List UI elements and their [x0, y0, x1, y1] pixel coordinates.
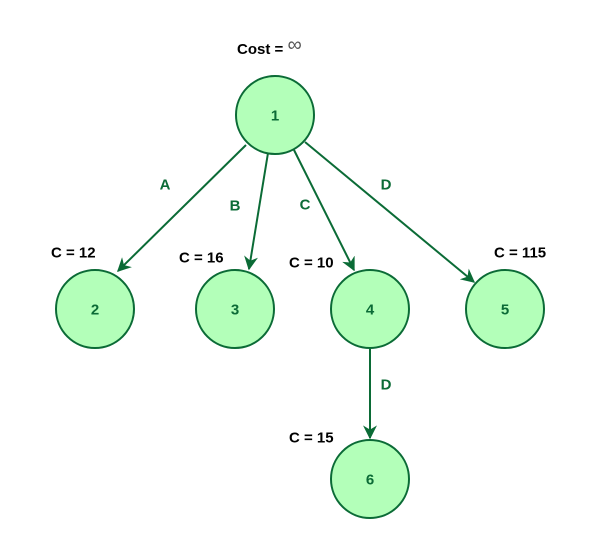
node-4: 4 [330, 269, 410, 349]
node-label: 5 [501, 302, 509, 319]
node-cost-labels: C = 12 C = 16 C = 10 C = 115 C = 15 [51, 245, 546, 447]
edge-1-2 [117, 144, 247, 272]
node-label: 1 [271, 108, 279, 125]
node-1: 1 [235, 75, 315, 155]
cost-label-node-3: C = 16 [179, 250, 224, 267]
cost-label-node-2: C = 12 [51, 245, 96, 262]
cost-label-node-5: C = 115 [494, 245, 546, 262]
edge-label-1-2: A [160, 177, 171, 194]
node-2: 2 [55, 269, 135, 349]
node-5: 5 [465, 269, 545, 349]
node-label: 2 [91, 302, 99, 319]
node-circle [55, 269, 135, 349]
cost-label-node-4: C = 10 [289, 255, 334, 272]
nodes: 1 2 3 4 5 6 [55, 75, 545, 519]
node-circle [330, 269, 410, 349]
node-label: 3 [231, 302, 239, 319]
node-circle [195, 269, 275, 349]
node-label: 4 [366, 302, 375, 319]
edge-1-5 [304, 141, 476, 283]
node-label: 6 [366, 472, 374, 489]
edges [117, 141, 476, 440]
node-circle [235, 75, 315, 155]
edge-labels: A B C D D [160, 177, 392, 394]
edge-label-1-3: B [230, 198, 241, 215]
edge-label-4-6: D [381, 377, 392, 394]
root-cost-label: Cost = ∞ [237, 34, 302, 58]
node-3: 3 [195, 269, 275, 349]
edge-1-3 [244, 152, 269, 271]
node-circle [330, 439, 410, 519]
edge-label-1-4: C [300, 197, 311, 214]
node-circle [465, 269, 545, 349]
edge-1-4 [293, 149, 355, 272]
infinity-symbol: ∞ [287, 34, 301, 56]
cost-label-node-6: C = 15 [289, 430, 334, 447]
edge-label-1-5: D [381, 177, 392, 194]
node-6: 6 [330, 439, 410, 519]
